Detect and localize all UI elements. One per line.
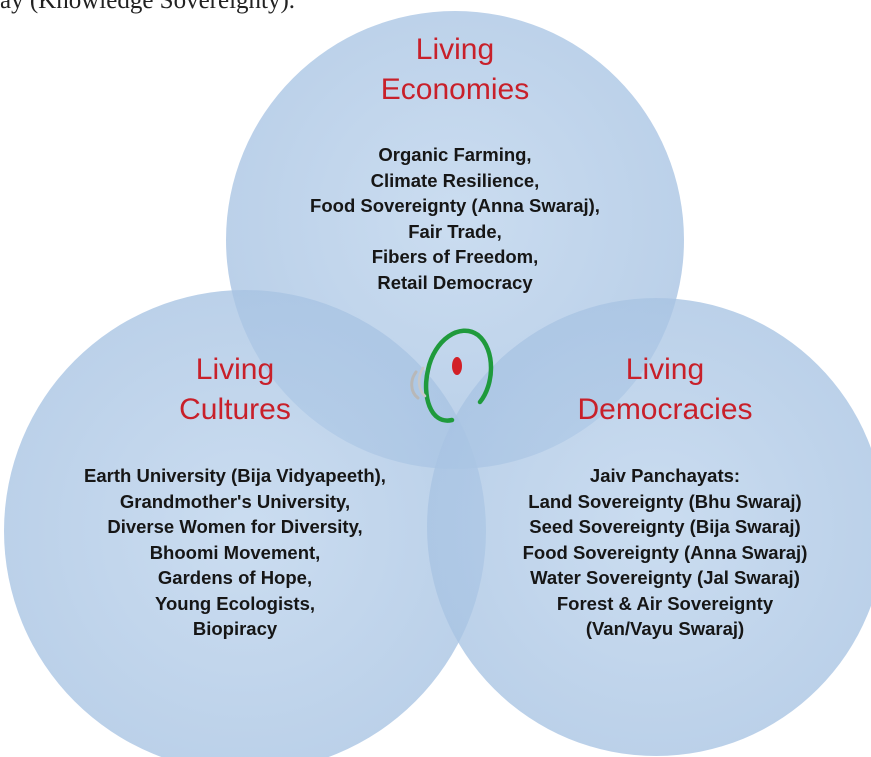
title-living-democracies: Living Democracies <box>455 350 871 430</box>
title-living-cultures: Living Cultures <box>0 350 470 430</box>
list-living-cultures: Earth University (Bija Vidyapeeth), Gran… <box>0 463 470 642</box>
list-item: Land Sovereignty (Bhu Swaraj) <box>528 490 802 512</box>
list-living-democracies: Jaiv Panchayats: Land Sovereignty (Bhu S… <box>455 463 871 642</box>
list-item: Seed Sovereignty (Bija Swaraj) <box>529 516 801 537</box>
list-item: Jaiv Panchayats: <box>589 465 741 486</box>
title-living-economies: Living Economies <box>235 30 675 110</box>
section-living-cultures: Living Cultures Earth University (Bija V… <box>0 350 470 642</box>
circle-living-cultures <box>4 290 486 757</box>
list-item: Water Sovereignty (Jal Swaraj) <box>530 567 800 588</box>
title-line-1: Living <box>415 33 495 66</box>
navdanya-logo <box>410 328 494 423</box>
title-line-2: Economies <box>380 73 530 106</box>
list-item: Bhoomi Movement, <box>149 541 321 563</box>
list-item: Earth University (Bija Vidyapeeth), <box>84 465 386 486</box>
list-item: Food Sovereignty (Anna Swaraj) <box>522 541 808 563</box>
list-item: Organic Farming, <box>378 144 532 165</box>
title-line-1: Living <box>625 353 705 386</box>
list-item: Forest & Air Sovereignty <box>556 592 774 614</box>
list-item: Fibers of Freedom, <box>371 246 539 267</box>
cropped-caption-text: ay (Knowledge Sovereignty). <box>0 0 296 14</box>
list-item: Grandmother's University, <box>119 490 351 512</box>
list-item: Fair Trade, <box>408 220 502 242</box>
section-living-economies: Living Economies Organic Farming, Climat… <box>235 30 675 295</box>
list-item: Climate Resilience, <box>370 169 540 191</box>
title-line-2: Democracies <box>577 393 753 426</box>
list-item: Biopiracy <box>192 618 278 639</box>
title-line-2: Cultures <box>179 393 291 426</box>
list-item: Retail Democracy <box>377 271 533 293</box>
list-item: (Van/Vayu Swaraj) <box>585 618 745 639</box>
list-item: Gardens of Hope, <box>157 567 313 588</box>
section-living-democracies: Living Democracies Jaiv Panchayats: Land… <box>455 350 871 642</box>
list-item: Food Sovereignty (Anna Swaraj), <box>310 195 600 216</box>
list-item: Diverse Women for Diversity, <box>107 516 363 537</box>
list-living-economies: Organic Farming, Climate Resilience, Foo… <box>235 142 675 295</box>
circle-living-democracies <box>427 298 871 756</box>
title-line-1: Living <box>195 353 275 386</box>
list-item: Young Ecologists, <box>155 592 315 614</box>
